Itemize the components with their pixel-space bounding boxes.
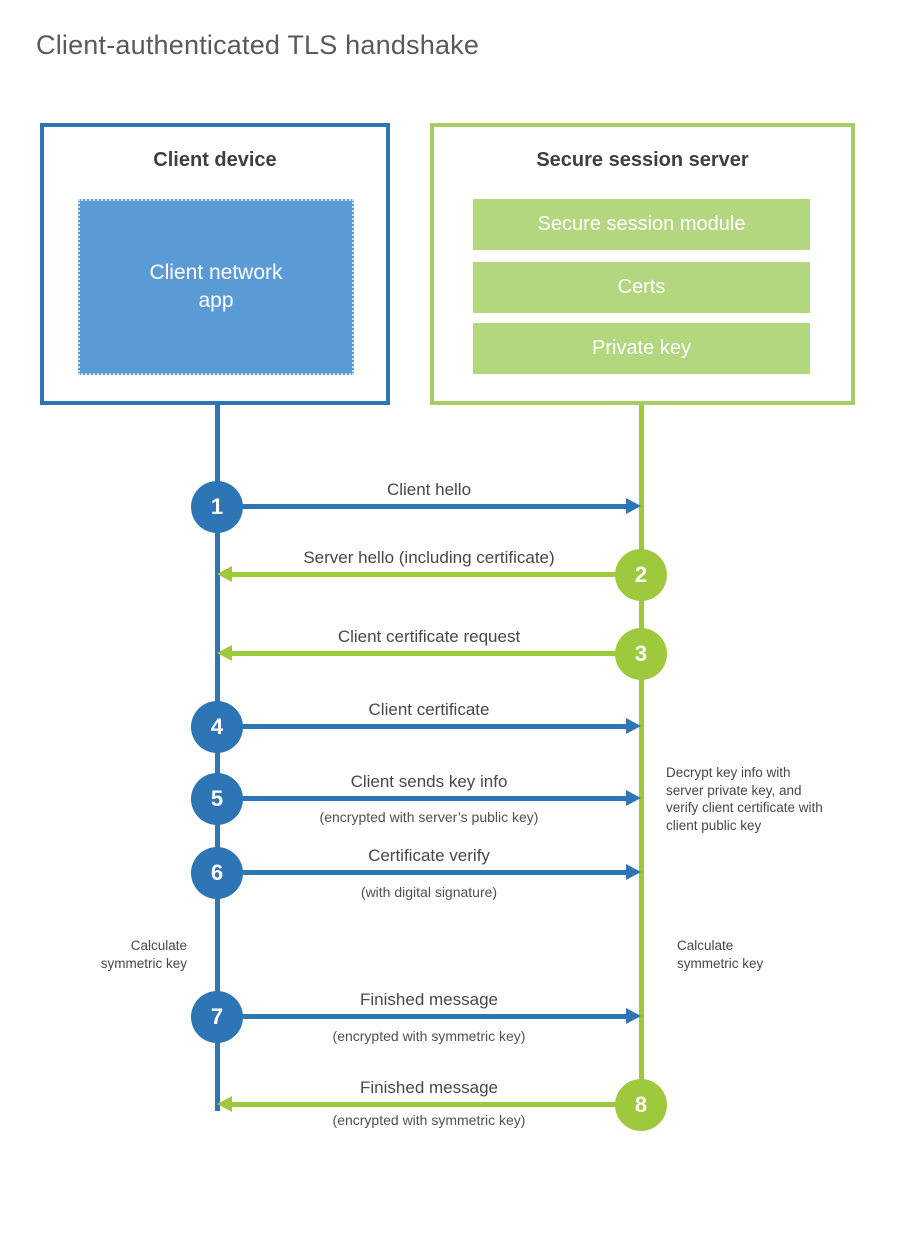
server-lifeline: [639, 405, 644, 1107]
message-label: Certificate verify: [368, 846, 490, 865]
message-sublabel: (encrypted with server’s public key): [319, 809, 539, 825]
arrow-line: [230, 1102, 641, 1107]
arrow-line: [217, 870, 628, 875]
step-circle-2: 2: [615, 549, 667, 601]
arrowhead-right-icon: [626, 718, 641, 734]
server-box-title: Secure session server: [536, 149, 749, 171]
arrowhead-left-icon: [217, 1096, 232, 1112]
step-number: 5: [210, 786, 224, 811]
message-sublabel: (encrypted with symmetric key): [332, 1112, 526, 1128]
arrowhead-left-icon: [217, 645, 232, 661]
step-number: 1: [210, 494, 224, 519]
arrow-line: [230, 651, 641, 656]
step-circle-7: 7: [191, 991, 243, 1043]
message-arrow-step-7: [217, 1008, 641, 1024]
arrow-line: [217, 504, 628, 509]
message-arrow-step-3: [217, 645, 641, 661]
server-private-key-bar: Private key: [473, 323, 810, 374]
message-arrow-step-6: [217, 864, 641, 880]
client-network-app-box: Client network app: [78, 199, 354, 375]
arrow-line: [217, 724, 628, 729]
message-sublabel: (encrypted with symmetric key): [332, 1028, 526, 1044]
server-module-bar: Secure session module: [473, 199, 810, 250]
message-arrow-step-5: [217, 790, 641, 806]
server-certs-bar: Certs: [473, 262, 810, 313]
arrowhead-left-icon: [217, 566, 232, 582]
message-arrow-step-1: [217, 498, 641, 514]
step-circle-4: 4: [191, 701, 243, 753]
step-circle-6: 6: [191, 847, 243, 899]
arrowhead-right-icon: [626, 1008, 641, 1024]
step-circle-5: 5: [191, 773, 243, 825]
message-arrow-step-8: [217, 1096, 641, 1112]
step-number: 3: [634, 641, 648, 666]
client-calculate-note: Calculate symmetric key: [100, 938, 187, 971]
step-number: 4: [210, 714, 224, 739]
step-circle-3: 3: [615, 628, 667, 680]
arrowhead-right-icon: [626, 790, 641, 806]
step-number: 6: [210, 860, 224, 885]
client-device-title: Client device: [153, 149, 277, 171]
arrow-line: [217, 1014, 628, 1019]
message-arrow-step-2: [217, 566, 641, 582]
step-number: 2: [634, 562, 648, 587]
step-number: 8: [634, 1092, 648, 1117]
message-label: Finished message: [360, 990, 498, 1009]
message-label: Client hello: [386, 480, 472, 499]
step-number: 7: [210, 1004, 224, 1029]
message-arrow-step-4: [217, 718, 641, 734]
arrow-line: [217, 796, 628, 801]
message-label: Server hello (including certificate): [303, 548, 555, 567]
page-title: Client-authenticated TLS handshake: [36, 30, 480, 60]
server-calculate-note: Calculate symmetric key: [677, 938, 764, 971]
client-lifeline: [215, 405, 220, 1111]
server-decrypt-note: Decrypt key info with server private key…: [666, 765, 823, 833]
message-label: Finished message: [360, 1078, 498, 1097]
arrowhead-right-icon: [626, 864, 641, 880]
arrow-line: [230, 572, 641, 577]
step-circle-1: 1: [191, 481, 243, 533]
message-label: Client sends key info: [350, 772, 508, 791]
step-circle-8: 8: [615, 1079, 667, 1131]
message-label: Client certificate: [368, 700, 490, 719]
arrowhead-right-icon: [626, 498, 641, 514]
message-label: Client certificate request: [337, 627, 521, 646]
message-sublabel: (with digital signature): [360, 884, 498, 900]
